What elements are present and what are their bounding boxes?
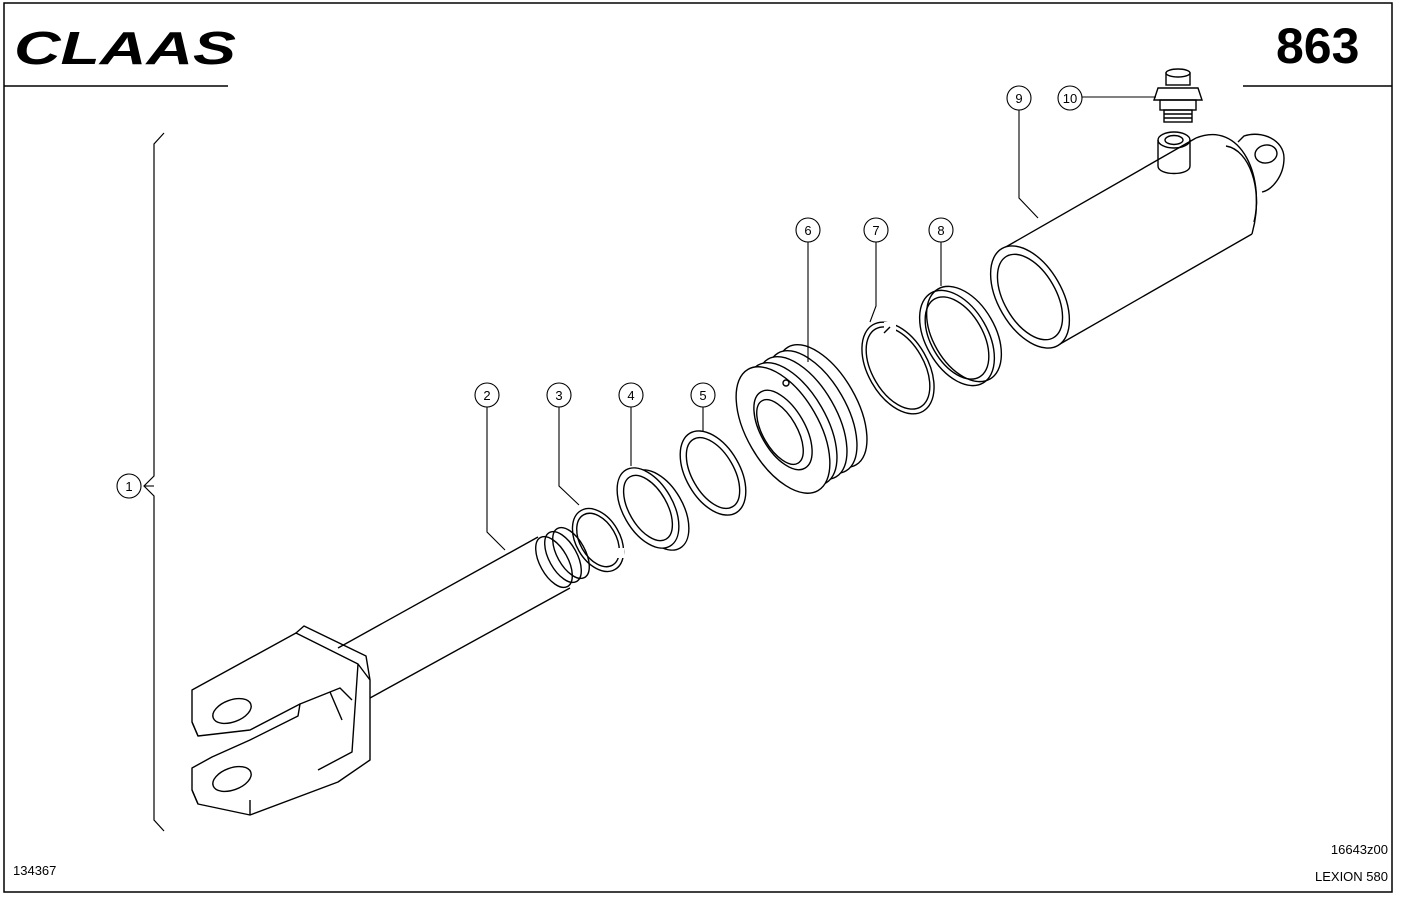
svg-text:3: 3 (555, 388, 562, 403)
svg-text:4: 4 (627, 388, 634, 403)
callout-1: 1 (116, 473, 142, 499)
callout-3: 3 (546, 382, 572, 408)
svg-text:10: 10 (1063, 91, 1077, 106)
svg-text:8: 8 (937, 223, 944, 238)
callout-5: 5 (690, 382, 716, 408)
svg-text:2: 2 (483, 388, 490, 403)
leader-lines (144, 96, 1156, 551)
document-code: 134367 (13, 863, 57, 878)
svg-text:6: 6 (804, 223, 811, 238)
sheet-frame (3, 2, 1393, 893)
snap-ring (861, 321, 935, 415)
assembly-bracket (143, 132, 165, 832)
hydraulic-fitting (1153, 68, 1203, 123)
svg-text:5: 5 (699, 388, 706, 403)
page-number: 863 (1276, 18, 1360, 74)
cylinder-head (735, 344, 868, 494)
guide-bushing (616, 467, 690, 551)
callout-2: 2 (474, 382, 500, 408)
piston-rod (191, 526, 590, 816)
retaining-ring-small (571, 507, 625, 573)
callout-9: 9 (1006, 85, 1032, 111)
drawing-code: 16643z00 (1330, 842, 1388, 857)
machine-model: LEXION 580 (1315, 869, 1388, 884)
callout-10: 10 (1057, 85, 1083, 111)
wiper-ring (918, 285, 1003, 387)
cylinder-tube (989, 131, 1285, 349)
svg-text:1: 1 (125, 479, 132, 494)
callout-6: 6 (795, 217, 821, 243)
svg-text:7: 7 (872, 223, 879, 238)
callout-4: 4 (618, 382, 644, 408)
seal-ring (679, 430, 747, 516)
svg-text:9: 9 (1015, 91, 1022, 106)
callout-8: 8 (928, 217, 954, 243)
brand-logo: CLAAS (14, 22, 236, 74)
callout-7: 7 (863, 217, 889, 243)
